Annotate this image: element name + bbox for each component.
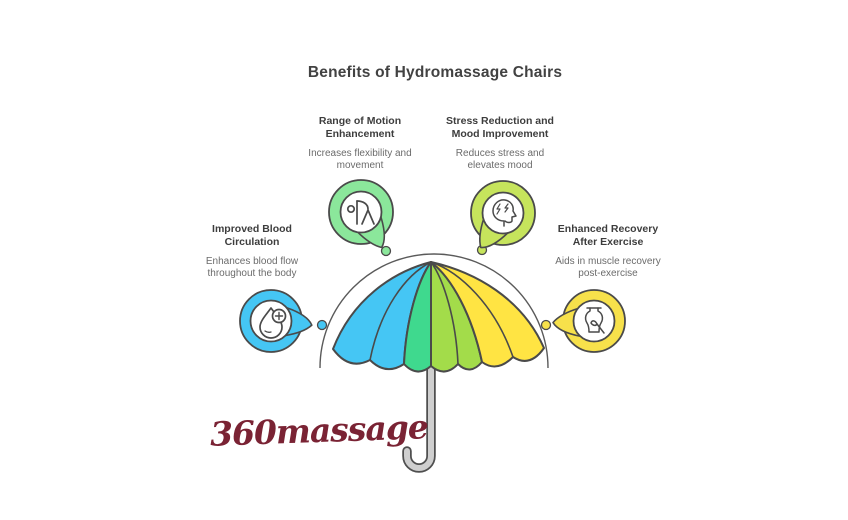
benefit-recovery: Enhanced Recovery After Exercise Aids in… <box>533 223 683 280</box>
benefit-description: Aids in muscle recovery post-exercise <box>555 256 661 279</box>
bubble-face <box>481 191 525 235</box>
benefit-heading: Improved Blood Circulation <box>212 223 292 248</box>
benefit-heading: Stress Reduction and Mood Improvement <box>446 115 554 140</box>
bubble-range-of-motion <box>328 179 394 249</box>
umbrella-panel-yellow <box>430 261 545 368</box>
benefit-heading: Enhanced Recovery After Exercise <box>557 223 659 248</box>
arc-node-recovery <box>540 319 552 331</box>
benefit-description: Reduces stress and elevates mood <box>455 148 545 171</box>
handle-inner <box>404 357 434 471</box>
bubble-stress-reduction <box>470 180 536 249</box>
umbrella-canopy <box>332 261 545 373</box>
arc-node-blood <box>316 319 328 331</box>
benefit-stress-reduction: Stress Reduction and Mood Improvement Re… <box>425 115 575 172</box>
brand-logo: 360massage <box>209 407 429 454</box>
umbrella-rib <box>430 261 514 358</box>
bubble-face <box>339 190 383 234</box>
connector-arc <box>319 253 549 369</box>
page-title: Benefits of Hydromassage Chairs <box>307 64 563 81</box>
benefit-range-of-motion: Range of Motion Enhancement Increases fl… <box>285 115 435 172</box>
water-drop-icon <box>259 307 287 339</box>
umbrella-rib <box>430 261 459 365</box>
bubble-blood-circulation <box>239 289 313 353</box>
benefit-description: Increases flexibility and movement <box>308 148 412 171</box>
benefit-description: Enhances blood flow throughout the body <box>205 256 299 279</box>
umbrella-handle <box>402 355 436 473</box>
stressed-head-icon <box>492 199 517 227</box>
benefit-blood-circulation: Improved Blood Circulation Enhances bloo… <box>177 223 327 280</box>
benefit-heading: Range of Motion Enhancement <box>318 115 402 140</box>
bubble-face <box>249 299 293 343</box>
umbrella-rib <box>369 261 432 361</box>
muscle-recovery-icon <box>584 307 605 334</box>
arc-node-motion <box>380 245 392 257</box>
stretching-person-icon <box>346 200 375 225</box>
umbrella-panel-green <box>403 261 432 373</box>
bubble-recovery <box>552 289 626 353</box>
